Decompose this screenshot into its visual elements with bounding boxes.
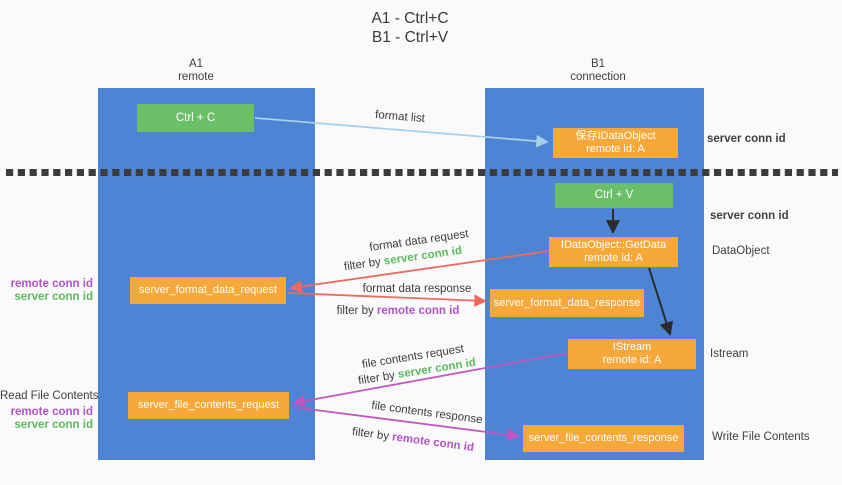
remote-conn-id-text: remote conn id (376, 305, 460, 317)
node-server-file-contents-request: server_file_contents_request (128, 392, 289, 419)
remote-conn-id-text: remote conn id (10, 278, 93, 290)
filter-by-text: filter by (336, 305, 377, 317)
title-line-b1: B1 - Ctrl+V (371, 29, 449, 46)
node-server-format-data-response-label: server_format_data_response (493, 296, 641, 309)
annotation-format-conn-ids: remote conn id server conn id (0, 278, 93, 304)
node-ctrl-c: Ctrl + C (137, 104, 254, 132)
annotation-read-file-contents: Read File Contents (0, 390, 99, 402)
node-ctrl-v: Ctrl + V (555, 183, 673, 208)
page-title: A1 - Ctrl+C B1 - Ctrl+V (330, 9, 490, 47)
lane-a1-header: A1 remote (141, 58, 251, 83)
file-contents-request-arrow (292, 352, 568, 408)
node-istream-line2: remote id: A (602, 354, 662, 366)
node-ctrl-v-label: Ctrl + V (594, 189, 634, 201)
node-server-file-contents-response-label: server_file_contents_response (528, 432, 679, 444)
format-data-request-arrow (289, 250, 550, 293)
node-server-file-contents-request-label: server_file_contents_request (137, 399, 280, 411)
annotation-server-conn-id-middle: server conn id (710, 210, 789, 222)
annotation-dataobject: DataObject (712, 245, 770, 257)
node-save-idataobject-line2: remote id: A (586, 143, 645, 155)
annotation-istream: Istream (710, 348, 749, 360)
format-list-arrow (254, 117, 549, 148)
edge-label-format-response-filter: filter by remote conn id (337, 305, 460, 317)
annotation-file-conn-ids: remote conn id server conn id (0, 406, 93, 432)
node-istream: IStream remote id: A (568, 339, 696, 369)
node-idataobject-getdata-line2: remote id: A (584, 252, 643, 264)
node-idataobject-getdata: IDataObject::GetData remote id: A (549, 237, 678, 267)
lane-b1-title: B1 (590, 58, 606, 70)
lane-b1-header: B1 connection (543, 58, 653, 83)
server-conn-id-text: server conn id (14, 291, 93, 303)
format-data-response-arrow (287, 292, 487, 307)
node-server-format-data-response: server_format_data_response (490, 289, 644, 317)
node-server-format-data-request-label: server_format_data_request (138, 284, 278, 296)
node-server-file-contents-response: server_file_contents_response (523, 425, 684, 452)
node-save-idataobject-line1: 保存IDataObject (575, 130, 656, 142)
node-save-idataobject: 保存IDataObject remote id: A (553, 128, 678, 158)
node-idataobject-getdata-line1: IDataObject::GetData (560, 239, 667, 251)
title-line-a1: A1 - Ctrl+C (371, 10, 449, 27)
annotation-write-file-contents: Write File Contents (712, 431, 810, 443)
edge-label-format-data-response: format data response (362, 283, 472, 295)
node-ctrl-c-label: Ctrl + C (175, 111, 216, 124)
node-istream-line1: IStream (612, 341, 652, 353)
lane-a1-title: A1 (188, 58, 204, 70)
remote-conn-id-text: remote conn id (10, 406, 93, 418)
lane-a1-subtitle: remote (178, 70, 214, 83)
lane-b1-subtitle: connection (570, 70, 626, 83)
getdata-to-istream-arrow (648, 267, 674, 337)
server-conn-id-text: server conn id (14, 419, 93, 431)
node-server-format-data-request: server_format_data_request (130, 277, 286, 304)
file-contents-response-arrow (291, 406, 520, 441)
annotation-server-conn-id-top: server conn id (707, 133, 786, 145)
